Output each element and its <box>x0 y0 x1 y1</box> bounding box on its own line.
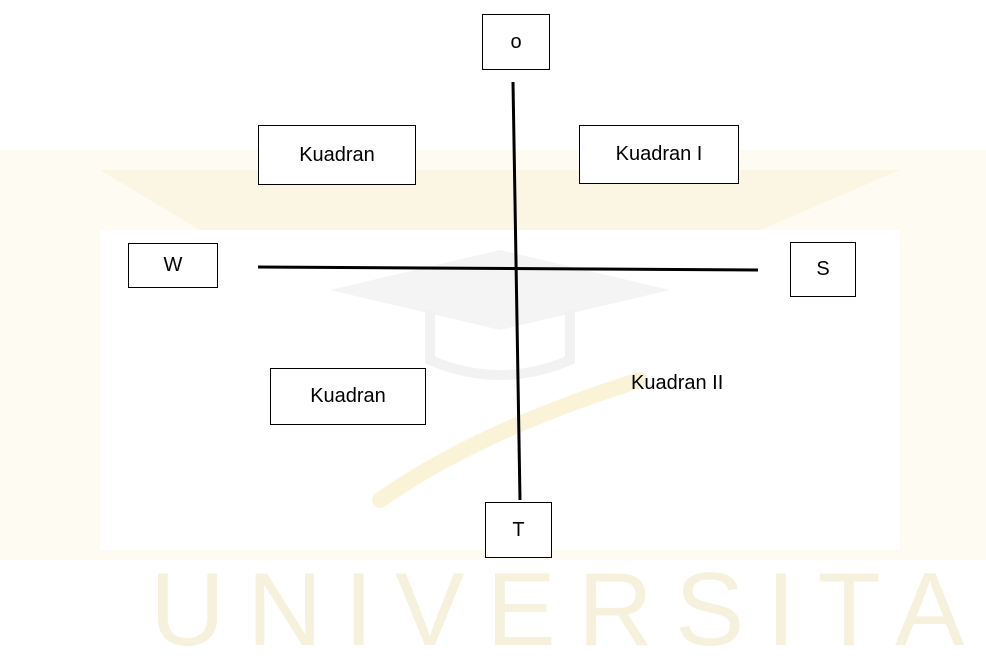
axis-label-left-text: W <box>163 254 183 276</box>
quadrant-bottom-left-text: Kuadran <box>310 385 386 407</box>
vertical-axis-line <box>511 81 522 501</box>
watermark-text: UNIVERSITAS <box>150 552 986 668</box>
axis-label-right: S <box>790 242 856 297</box>
quadrant-top-right-text: Kuadran I <box>615 143 703 165</box>
quadrant-top-left: Kuadran <box>258 125 416 185</box>
axis-label-bottom: T <box>485 502 552 558</box>
quadrant-top-right: Kuadran I <box>579 125 739 184</box>
axis-label-top: o <box>482 14 550 70</box>
quadrant-bottom-left: Kuadran <box>270 368 426 425</box>
quadrant-top-left-text: Kuadran <box>299 143 375 166</box>
axis-label-left: W <box>128 243 218 288</box>
axis-label-top-text: o <box>510 30 522 53</box>
axis-label-right-text: S <box>816 258 830 280</box>
horizontal-axis-line <box>257 265 759 272</box>
quadrant-bottom-right-text: Kuadran II <box>631 372 724 394</box>
axis-label-bottom-text: T <box>512 518 525 541</box>
